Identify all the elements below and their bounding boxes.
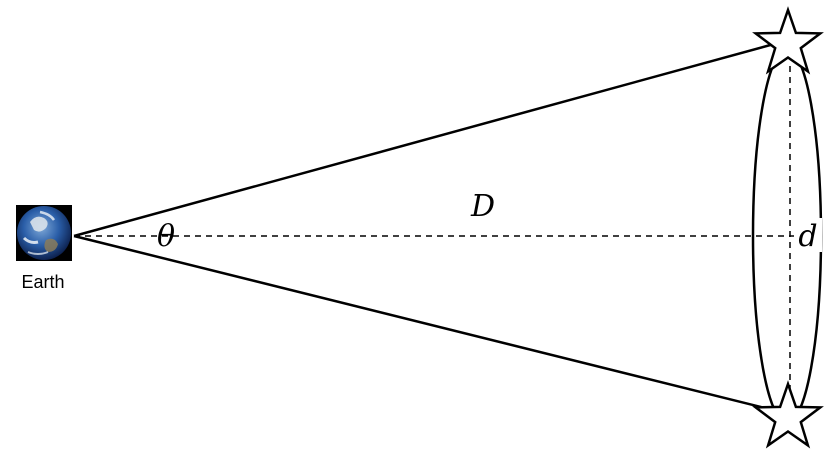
star-icon-bottom (752, 380, 824, 449)
sight-line-top (73, 39, 786, 238)
distance-label: D (470, 189, 495, 224)
earth-label: Earth (21, 272, 64, 292)
separation-label: d (798, 219, 817, 254)
earth-globe-icon (16, 205, 72, 261)
sight-line-bottom (73, 234, 786, 415)
star-icon-top (752, 6, 824, 75)
angle-label: θ (157, 219, 175, 254)
separation-label-bg (794, 218, 822, 252)
